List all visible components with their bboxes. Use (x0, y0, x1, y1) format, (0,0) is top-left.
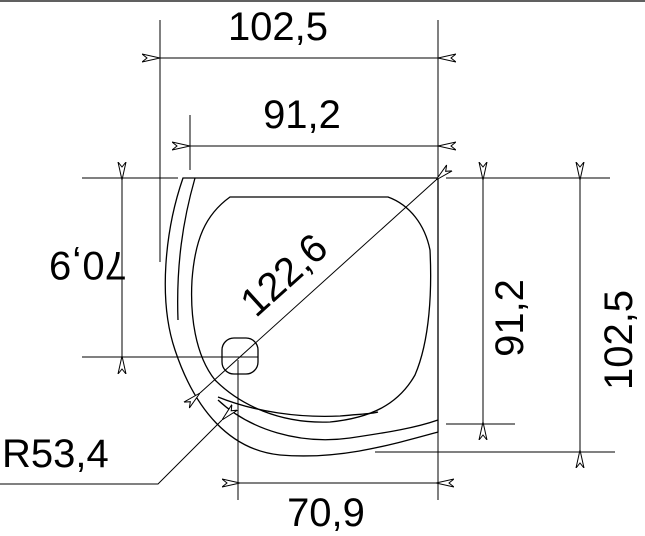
dim-line-diagonal (200, 180, 436, 393)
dimension-lines (0, 58, 580, 484)
outer-width-label: 102,5 (228, 5, 328, 49)
right-outer-depth-label: 102,5 (597, 290, 641, 390)
tray-inner-bottom-curve (217, 396, 379, 417)
diagonal-label: 122,6 (232, 225, 336, 325)
right-inner-depth-label: 91,2 (488, 279, 532, 357)
radius-leader-line (0, 420, 222, 485)
left-depth-label: 70,9 (49, 243, 127, 287)
corner-radius-label: R53,4 (2, 432, 109, 476)
inner-width-label: 91,2 (263, 93, 341, 137)
tray-bottom-rim-line (217, 399, 439, 441)
extension-lines (82, 20, 615, 500)
tray-outline (164, 177, 439, 457)
bottom-width-label: 70,9 (287, 491, 365, 535)
tray-outer-contour (164, 177, 439, 457)
tray-rim-inner-line (177, 177, 196, 321)
